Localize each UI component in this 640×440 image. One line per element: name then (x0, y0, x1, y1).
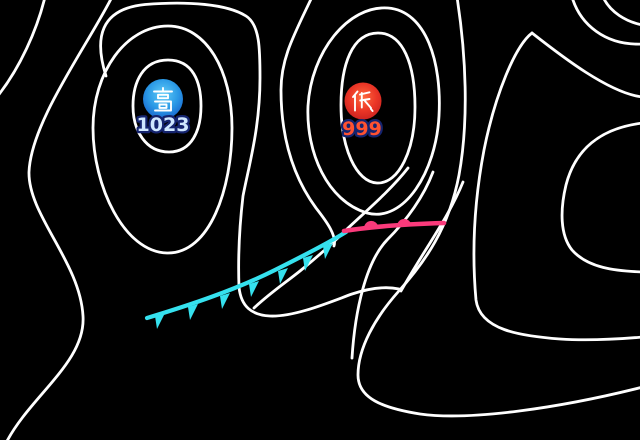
isobar-high-outer (99, 1, 401, 318)
high-pressure-marker: 1023 (134, 79, 192, 138)
warm-front-line (341, 220, 447, 234)
kanji-low-icon (352, 90, 374, 112)
cold-front-tooth (188, 304, 198, 320)
isobar-high-middle-ring (91, 24, 234, 255)
isobar-low-southeast-sweep (356, 0, 640, 418)
high-pressure-value: 1023 (137, 114, 190, 136)
cold-front-line (144, 229, 349, 321)
low-pressure-value: 999 (342, 118, 382, 140)
cold-front-tooth (155, 313, 165, 329)
isobar-west-outer (6, 0, 112, 440)
low-pressure-marker: 999 (340, 82, 384, 142)
cold-front (144, 229, 349, 329)
isobar-top-right-inner (603, 0, 640, 26)
warm-front-bump (363, 220, 379, 229)
isobar-east-trough-inner (560, 122, 640, 274)
isobar-east-ridge (472, 31, 640, 342)
isobar-fan-line-middle (350, 170, 435, 360)
isobar-low-inner-ring (339, 31, 417, 185)
cold-front-tooth (249, 281, 259, 297)
warm-front-bump (396, 218, 412, 227)
isobar-fan-line-east (399, 180, 465, 293)
cold-front-tooth (278, 268, 288, 284)
isobar-top-right-outer (571, 0, 640, 46)
warm-front (341, 218, 447, 234)
cold-front-tooth (220, 293, 230, 309)
isobar-high-inner-ring (131, 58, 203, 154)
isobar-low-outer-west (279, 0, 336, 248)
isobar-low-middle-ring (306, 6, 441, 216)
cold-front-tooth (303, 255, 313, 271)
cold-front-tooth (323, 243, 333, 259)
kanji-high-icon (153, 87, 173, 112)
isobar-top-left-corner (0, 0, 46, 96)
